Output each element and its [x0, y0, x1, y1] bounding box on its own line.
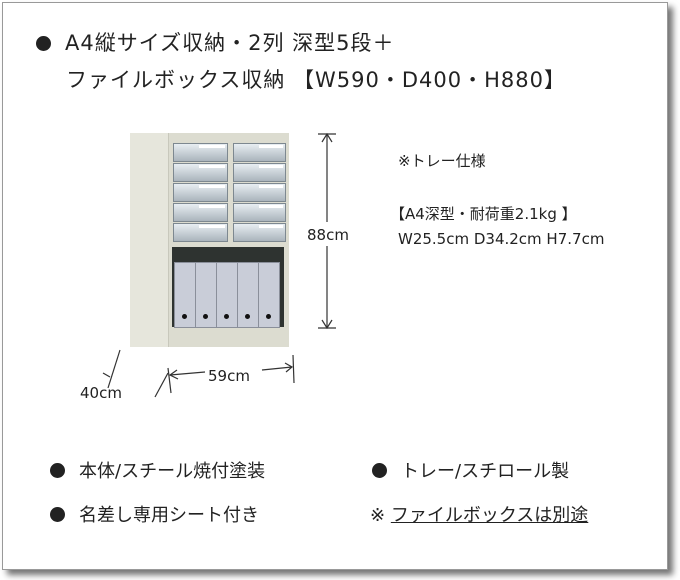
bullet-icon — [372, 463, 387, 478]
product-card — [2, 2, 668, 570]
drawer — [173, 203, 228, 222]
drawer — [233, 223, 286, 242]
height-label: 88cm — [307, 226, 349, 244]
drawer — [233, 143, 286, 162]
note-mark: ※ — [370, 505, 386, 526]
feature-text: トレー/スチロール製 — [401, 461, 570, 482]
cabinet-side — [130, 133, 172, 347]
feature-body: 本体/スチール焼付塗装 — [50, 457, 265, 483]
drawer — [173, 223, 228, 242]
tray-spec-size: W25.5cm D34.2cm H7.7cm — [398, 230, 605, 248]
tray-spec-heading: ※トレー仕様 — [398, 152, 486, 170]
bullet-icon — [50, 507, 65, 522]
note-text: ファイルボックスは別途 — [390, 505, 589, 526]
feature-nameplate: 名差し専用シート付き — [50, 501, 259, 527]
title-line-2: ファイルボックス収納 【W590・D400・H880】 — [66, 68, 567, 92]
file-box — [258, 262, 280, 328]
drawer — [173, 183, 228, 202]
feature-text: 名差し専用シート付き — [79, 505, 259, 526]
width-label: 59cm — [208, 367, 250, 385]
drawer — [173, 143, 228, 162]
drawer — [233, 203, 286, 222]
drawer — [173, 163, 228, 182]
feature-tray: トレー/スチロール製 — [372, 457, 569, 483]
tray-spec-type: 【A4深型・耐荷重2.1kg 】 — [390, 205, 577, 223]
depth-label: 40cm — [80, 384, 122, 402]
bullet-icon — [50, 463, 65, 478]
title-text: A4縦サイズ収納・2列 深型5段＋ — [65, 31, 395, 55]
drawer — [233, 183, 286, 202]
feature-note: ※ ファイルボックスは別途 — [370, 501, 588, 527]
drawer — [233, 163, 286, 182]
feature-text: 本体/スチール焼付塗装 — [79, 461, 266, 482]
bullet-icon — [36, 36, 51, 51]
title-line-1: A4縦サイズ収納・2列 深型5段＋ — [36, 27, 395, 57]
